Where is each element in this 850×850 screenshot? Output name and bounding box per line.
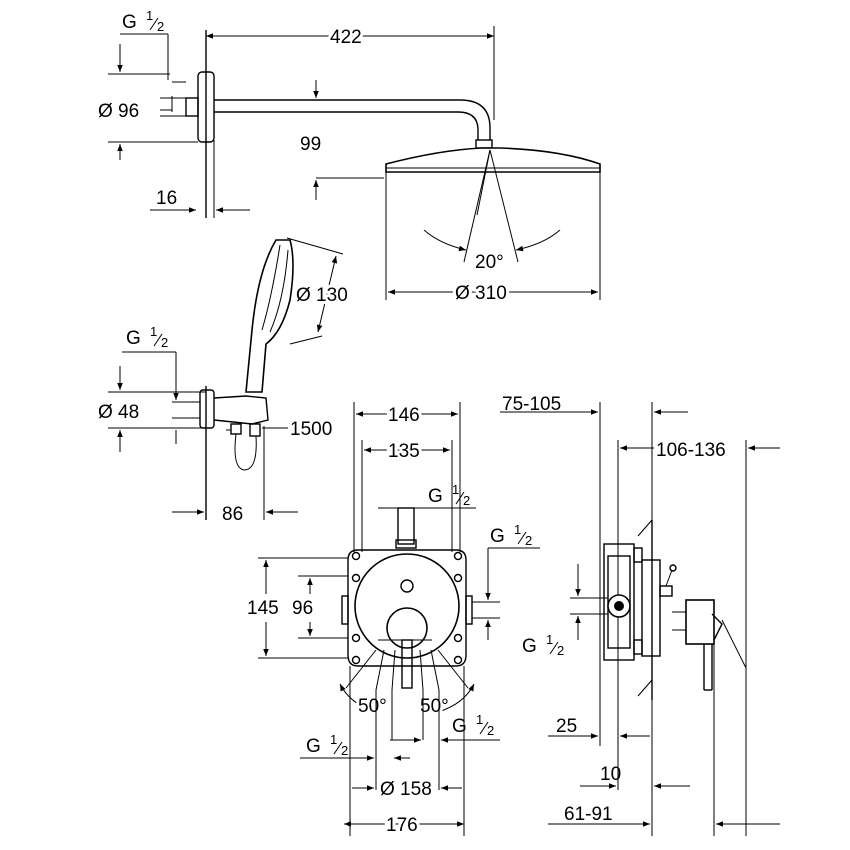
projection-range-label: 106-136 bbox=[656, 440, 726, 461]
mixer-angle-left-label: 50° bbox=[358, 696, 387, 717]
mixer-right-thread-g: G bbox=[490, 526, 505, 547]
mixer-bottom-left-thread-num: 1 bbox=[330, 732, 337, 747]
hand-projection-label: 86 bbox=[222, 504, 243, 525]
arm-drop-label: 99 bbox=[300, 134, 321, 155]
thread-g: G bbox=[122, 12, 137, 33]
mixer-side-view: 75-105 106-136 bbox=[500, 394, 780, 836]
mixer-angle-right-label: 50° bbox=[420, 696, 449, 717]
spray-angle-label: 20° bbox=[475, 252, 504, 273]
mixer-top-thread-num: 1 bbox=[452, 482, 459, 497]
mixer-height-outer-label: 145 bbox=[247, 598, 279, 619]
mixer-height-inner-label: 96 bbox=[292, 598, 313, 619]
mixer-bottom-left-thread-den: 2 bbox=[341, 743, 348, 758]
side-thread-g: G bbox=[522, 636, 537, 657]
mixer-bottom-right-thread-den: 2 bbox=[487, 723, 494, 738]
wall-min-label: 25 bbox=[556, 716, 577, 737]
mixer-right-thread-den: 2 bbox=[525, 533, 532, 548]
thread-num: 1 bbox=[146, 8, 153, 23]
flange-depth-label: 16 bbox=[156, 188, 177, 209]
overhead-thread-label: G 1 2 bbox=[122, 8, 164, 34]
head-diameter-label: Ø 310 bbox=[455, 283, 507, 304]
flange-diameter-label: Ø 96 bbox=[98, 101, 139, 122]
mixer-width-outer-label: 146 bbox=[388, 405, 420, 426]
plate-diameter-label: Ø 158 bbox=[380, 779, 432, 800]
mixer-bottom-right-thread-num: 1 bbox=[476, 712, 483, 727]
hand-thread-num: 1 bbox=[150, 324, 157, 339]
mixer-bottom-right-thread-g: G bbox=[452, 716, 467, 737]
hand-thread-den: 2 bbox=[161, 335, 168, 350]
outlet-diameter-label: Ø 48 bbox=[98, 402, 139, 423]
depth-range-label: 75-105 bbox=[502, 394, 561, 415]
overhead-shower-view: G 1 2 Ø 96 422 99 bbox=[98, 8, 601, 307]
hand-head-diameter-label: Ø 130 bbox=[296, 285, 348, 306]
side-thread-num: 1 bbox=[546, 632, 553, 647]
side-thread-den: 2 bbox=[557, 643, 564, 658]
mixer-bottom-left-thread-g: G bbox=[306, 736, 321, 757]
mixer-width-inner-label: 135 bbox=[388, 441, 420, 462]
plate-thickness-label: 10 bbox=[600, 764, 621, 785]
thread-den: 2 bbox=[157, 19, 164, 34]
plate-width-label: 176 bbox=[386, 815, 418, 836]
hand-thread-g: G bbox=[126, 328, 141, 349]
hand-shower-view: Ø 130 G 1 2 Ø 48 1500 86 bbox=[98, 237, 351, 525]
cover-range-label: 61-91 bbox=[564, 804, 613, 825]
arm-length-label: 422 bbox=[330, 27, 362, 48]
mixer-front-view: 146 135 G 1 2 bbox=[247, 402, 540, 839]
mixer-top-thread-g: G bbox=[428, 486, 443, 507]
mixer-top-thread-den: 2 bbox=[463, 493, 470, 508]
hose-length-label: 1500 bbox=[290, 419, 332, 440]
mixer-right-thread-num: 1 bbox=[514, 522, 521, 537]
